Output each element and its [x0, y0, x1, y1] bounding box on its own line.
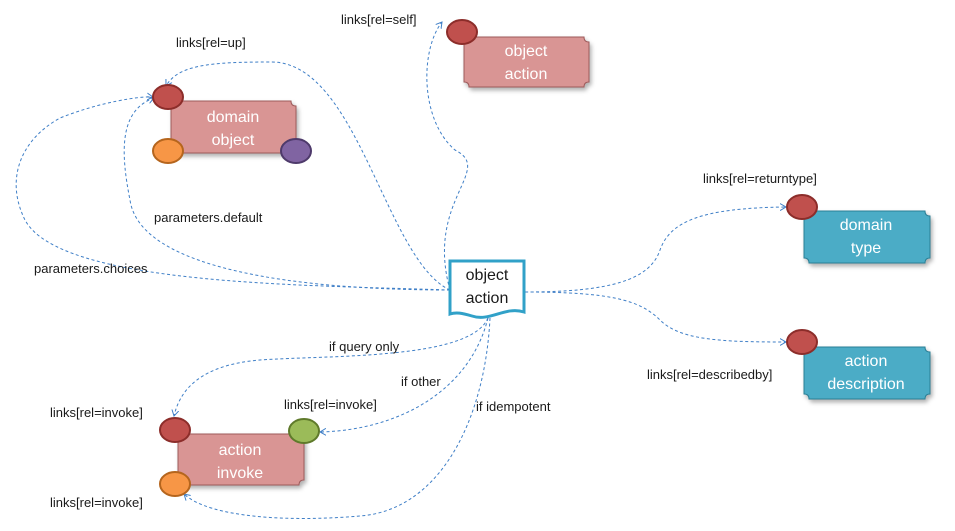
object-action-document-shape: [448, 259, 526, 319]
action-invoke-node: action invoke: [159, 417, 320, 497]
connector-if-query-only: [174, 317, 489, 416]
action-invoke-line2: invoke: [217, 465, 263, 482]
label-if-query-only: if query only: [329, 339, 400, 354]
label-links-self: links[rel=self]: [341, 12, 417, 27]
connector-if-other: [320, 317, 489, 432]
object-action-center-node: object action: [448, 259, 526, 319]
label-links-invoke-red: links[rel=invoke]: [50, 405, 143, 420]
domain-type-returntype-port: [786, 194, 818, 220]
edge-labels: links[rel=up] links[rel=self] parameters…: [34, 12, 817, 510]
action-invoke-orange-port: [159, 471, 191, 497]
object-action-center-line1: object: [466, 267, 509, 284]
domain-object-line1: domain: [207, 109, 259, 126]
domain-object-up-port: [152, 84, 184, 110]
domain-object-purple-port: [280, 138, 312, 164]
domain-object-node: domain object: [152, 84, 312, 164]
label-links-returntype: links[rel=returntype]: [703, 171, 817, 186]
object-action-top-line2: action: [505, 66, 548, 83]
action-invoke-line1: action: [219, 442, 262, 459]
action-description-line1: action: [845, 353, 888, 370]
connector-links-describedby: [524, 291, 786, 342]
action-invoke-green-port: [288, 418, 320, 444]
object-action-top-self-port: [446, 19, 478, 45]
connector-links-returntype: [524, 207, 786, 293]
connector-if-idempotent: [184, 317, 491, 519]
label-links-invoke-green: links[rel=invoke]: [284, 397, 377, 412]
domain-object-line2: object: [212, 132, 255, 149]
label-links-up: links[rel=up]: [176, 35, 246, 50]
action-description-line2: description: [827, 376, 904, 393]
connectors: [15, 22, 786, 519]
domain-object-orange-port: [152, 138, 184, 164]
domain-type-line2: type: [851, 240, 881, 257]
connector-links-up: [166, 61, 451, 291]
domain-type-line1: domain: [840, 217, 892, 234]
action-invoke-red-port: [159, 417, 191, 443]
label-links-invoke-orange: links[rel=invoke]: [50, 495, 143, 510]
label-if-other: if other: [401, 374, 441, 389]
label-parameters-choices: parameters.choices: [34, 261, 148, 276]
label-links-describedby: links[rel=describedby]: [647, 367, 772, 382]
object-action-top-node: object action: [446, 19, 590, 88]
connector-parameters-default: [123, 98, 451, 291]
action-description-describedby-port: [786, 329, 818, 355]
domain-type-node: domain type: [786, 194, 931, 264]
action-description-node: action description: [786, 329, 931, 400]
connector-links-self: [426, 22, 468, 291]
label-parameters-default: parameters.default: [154, 210, 263, 225]
object-action-top-line1: object: [505, 43, 548, 60]
label-if-idempotent: if idempotent: [476, 399, 551, 414]
object-action-center-line2: action: [466, 290, 509, 307]
